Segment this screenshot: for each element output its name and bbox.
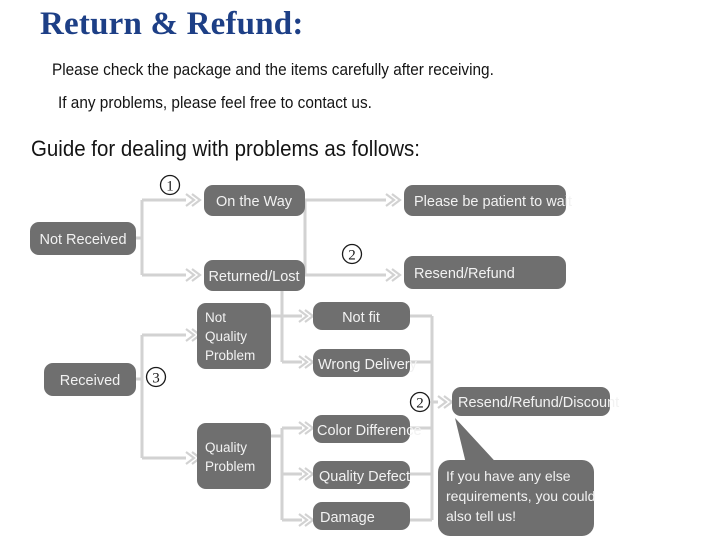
node-quality-problem-line-2: Problem	[205, 459, 255, 474]
node-please-be-patient-label: Please be patient to wait	[414, 194, 572, 210]
arrow-to-resend-refund-discount	[436, 394, 454, 410]
node-please-be-patient[interactable]: Please be patient to wait	[404, 185, 572, 216]
node-wrong-delivery[interactable]: Wrong Delivery	[313, 349, 418, 377]
node-on-the-way[interactable]: On the Way	[204, 185, 305, 216]
connector-lines	[135, 198, 438, 522]
intro-line-1: Please check the package and the items c…	[52, 61, 494, 79]
node-on-the-way-label: On the Way	[216, 194, 293, 210]
callout-bubble: If you have any else requirements, you c…	[438, 418, 595, 536]
callout-line-2: requirements, you could	[446, 488, 595, 504]
intro-line-2: If any problems, please feel free to con…	[58, 94, 372, 112]
guide-heading: Guide for dealing with problems as follo…	[31, 136, 420, 161]
node-not-quality-problem-line-2: Quality	[205, 329, 247, 344]
node-quality-defect-label: Quality Defect	[319, 469, 410, 485]
step-marker-2-top-label: 2	[348, 248, 356, 264]
node-resend-refund-label: Resend/Refund	[414, 266, 515, 282]
node-not-quality-problem-line-3: Problem	[205, 348, 255, 363]
node-received-label: Received	[60, 373, 120, 389]
node-resend-refund-discount-label: Resend/Refund/Discount	[458, 395, 619, 411]
node-quality-defect[interactable]: Quality Defect	[313, 461, 410, 489]
arrow-to-on-the-way	[184, 192, 202, 208]
node-color-difference[interactable]: Color Difference	[313, 415, 422, 443]
step-marker-1-label: 1	[166, 179, 174, 195]
arrow-to-please-wait	[384, 192, 402, 208]
step-marker-1: 1	[159, 174, 181, 196]
node-returned-lost[interactable]: Returned/Lost	[204, 260, 305, 291]
step-marker-3-label: 3	[152, 371, 160, 387]
page-title: Return & Refund:	[40, 6, 304, 42]
node-damage-label: Damage	[320, 510, 375, 526]
node-quality-problem[interactable]: Quality Problem	[197, 423, 271, 489]
arrow-to-returned-lost	[184, 267, 202, 283]
step-marker-2-bottom-label: 2	[416, 396, 424, 412]
node-resend-refund-discount[interactable]: Resend/Refund/Discount	[452, 387, 619, 416]
callout-line-1: If you have any else	[446, 468, 571, 484]
node-wrong-delivery-label: Wrong Delivery	[318, 357, 418, 373]
node-not-received[interactable]: Not Received	[30, 222, 136, 255]
node-not-fit-label: Not fit	[342, 310, 380, 326]
callout-line-3: also tell us!	[446, 508, 516, 524]
flowchart-diagram: Not Received On the Way Returned/Lost Pl…	[0, 170, 716, 536]
node-not-quality-problem-line-1: Not	[205, 310, 226, 325]
step-marker-3: 3	[145, 366, 167, 388]
node-resend-refund[interactable]: Resend/Refund	[404, 256, 566, 289]
node-color-difference-label: Color Difference	[317, 423, 422, 439]
step-marker-2-top: 2	[341, 243, 363, 265]
node-quality-problem-line-1: Quality	[205, 440, 247, 455]
arrow-to-resend-refund	[384, 267, 402, 283]
node-not-quality-problem[interactable]: Not Quality Problem	[197, 303, 271, 369]
node-received[interactable]: Received	[44, 363, 136, 396]
step-marker-2-bottom: 2	[409, 391, 431, 413]
node-not-received-label: Not Received	[39, 232, 126, 248]
node-not-fit[interactable]: Not fit	[313, 302, 410, 330]
node-returned-lost-label: Returned/Lost	[208, 269, 299, 285]
node-damage[interactable]: Damage	[313, 502, 410, 530]
